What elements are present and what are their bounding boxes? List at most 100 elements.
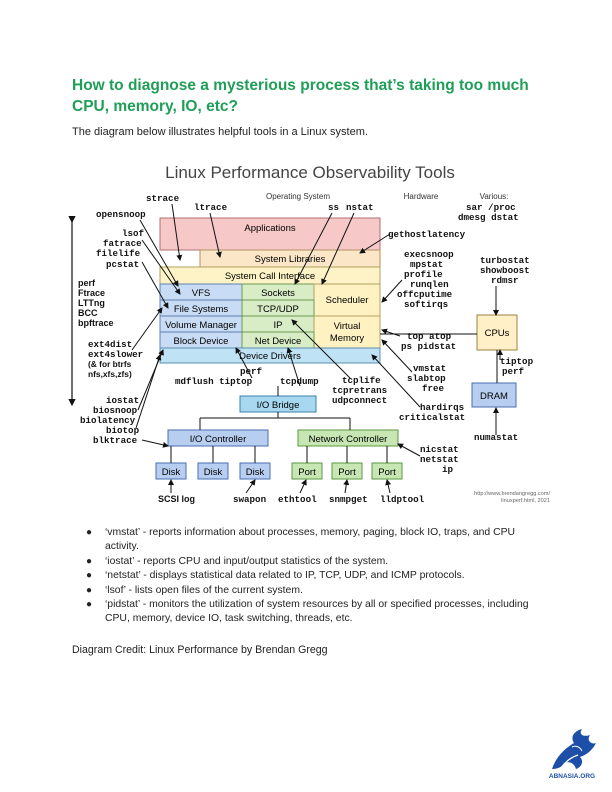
hw-port-1-label: Port [298, 467, 316, 478]
layer-virtual-memory-label-2: Memory [330, 333, 365, 344]
hw-network-controller-label: Network Controller [309, 434, 388, 445]
hw-cpus [476, 314, 518, 351]
hw-dram-label: DRAM [480, 391, 508, 402]
label-various: Various: [480, 192, 509, 201]
layer-volume-manager-label: Volume Manager [165, 320, 237, 331]
tool-various-1: sar /proc [466, 202, 516, 213]
tool-swapon: swapon [233, 494, 266, 505]
tool-ss: ss [328, 202, 339, 213]
tool-various-2: dmesg dstat [458, 212, 519, 223]
tool-ps-pidstat: ps pidstat [401, 341, 456, 352]
layer-syscall-interface-label: System Call Interface [225, 271, 315, 282]
tool-ftrace: Ftrace [78, 288, 105, 298]
tool-ethtool: ethtool [278, 494, 317, 505]
layer-system-libraries-label: System Libraries [255, 254, 326, 265]
list-item-text: ‘vmstat’ - reports information about pro… [105, 527, 516, 552]
list-item: ● ‘iostat’ - reports CPU and input/output… [86, 555, 536, 569]
list-item: ● ‘vmstat’ - reports information about pr… [86, 526, 536, 554]
hw-io-bridge-label: I/O Bridge [257, 400, 300, 411]
tool-profile: profile [404, 269, 443, 280]
bullet-dot: ● [86, 527, 93, 538]
tool-showboost: showboost [480, 265, 530, 276]
linux-observability-diagram: Linux Performance Observability Tools Op… [68, 163, 550, 505]
tool-snmpget: snmpget [329, 494, 368, 505]
tool-strace: strace [146, 193, 180, 204]
tool-scsi-log: SCSI log [158, 494, 195, 504]
tool-free: free [422, 383, 445, 394]
tool-offcputime: offcputime [397, 289, 453, 300]
hw-network-controller [297, 429, 399, 447]
layer-file-systems-label: File Systems [174, 304, 229, 315]
tool-biolatency: biolatency [80, 415, 136, 426]
bullet-dot: ● [86, 570, 93, 581]
hw-disk-3-label: Disk [246, 467, 265, 478]
tool-iostat: iostat [106, 395, 139, 406]
bullet-dot: ● [86, 584, 93, 596]
tool-udpconnect: udpconnect [332, 395, 387, 406]
tool-top-atop: top atop [407, 331, 452, 342]
tool-nicstat: nicstat [420, 444, 459, 455]
layer-scheduler-label: Scheduler [326, 295, 369, 306]
tool-filelife: filelife [96, 248, 141, 259]
hw-port-3-label: Port [378, 467, 396, 478]
list-item: ● ‘lsof’ - lists open files of the curren… [86, 584, 536, 598]
tool-rdmsr: rdmsr [491, 275, 519, 286]
tool-mpstat: mpstat [410, 259, 443, 270]
tool-biosnoop: biosnoop [93, 405, 138, 416]
layer-virtual-memory-label-1: Virtual [334, 321, 361, 332]
tool-tcplife: tcplife [342, 375, 381, 386]
tool-biotop: biotop [106, 425, 140, 436]
layer-ip-label: IP [274, 320, 283, 331]
tool-ext4-note-2: nfs,xfs,zfs) [88, 369, 132, 379]
tool-lsof: lsof [122, 228, 145, 239]
list-item-text: ‘netstat’ - displays statistical data re… [105, 570, 465, 581]
tool-nstat: nstat [346, 202, 374, 213]
tool-netstat: netstat [420, 454, 459, 465]
bullet-dot: ● [86, 555, 93, 567]
label-operating-system: Operating System [266, 192, 330, 201]
hw-disk-2-label: Disk [204, 467, 223, 478]
tool-gethostlatency: gethostlatency [388, 229, 466, 240]
tool-tcpdump: tcpdump [280, 376, 319, 387]
logo-text: ABNASIA.ORG [549, 773, 595, 780]
hw-cpus-label: CPUs [485, 328, 510, 339]
tool-numastat: numastat [474, 432, 518, 443]
bullet-dot: ● [86, 599, 93, 610]
tool-pcstat: pcstat [106, 259, 139, 270]
tool-hardirqs: hardirqs [420, 402, 464, 413]
hw-dram [471, 382, 517, 408]
layer-block-device-label: Block Device [174, 336, 229, 347]
hw-io-controller [167, 429, 269, 447]
list-item: ● ‘pidstat’ - monitors the utilization of… [86, 598, 536, 626]
tool-fatrace: fatrace [103, 238, 142, 249]
list-item-text: ‘lsof’ - lists open files of the current… [105, 584, 303, 596]
tool-criticalstat: criticalstat [399, 412, 465, 423]
hw-port-2-label: Port [338, 467, 356, 478]
diagram-credit: Diagram Credit: Linux Performance by Bre… [72, 644, 328, 656]
list-item-text: ‘pidstat’ - monitors the utilization of … [105, 599, 529, 624]
intro-text: The diagram below illustrates helpful to… [72, 126, 368, 138]
list-item-text: ‘iostat’ - reports CPU and input/output … [105, 555, 389, 567]
tool-turbostat: turbostat [480, 255, 530, 266]
label-hardware: Hardware [404, 192, 439, 201]
tool-blktrace: blktrace [93, 435, 138, 446]
abnasia-logo: ABNASIA.ORG [549, 729, 596, 780]
layer-net-device-label: Net Device [255, 336, 301, 347]
layer-tcp-udp-label: TCP/UDP [257, 304, 299, 315]
tool-ip: ip [442, 464, 454, 475]
tool-runqlen: runqlen [410, 279, 449, 290]
tool-opensnoop: opensnoop [96, 209, 146, 220]
layer-sockets-label: Sockets [261, 288, 295, 299]
tool-description-list: ● ‘vmstat’ - reports information about pr… [86, 526, 536, 627]
tool-bpftrace: bpftrace [78, 318, 114, 328]
tool-mdflush-tiptop: mdflush tiptop [175, 376, 253, 387]
tool-perf-mid: perf [240, 366, 263, 377]
tool-vmstat: vmstat [413, 363, 446, 374]
layer-device-drivers-label: Device Drivers [239, 351, 301, 362]
source-note-1: http://www.brendangregg.com/ [474, 491, 550, 497]
page-heading: How to diagnose a mysterious process tha… [72, 77, 529, 115]
layer-vfs-label: VFS [192, 288, 210, 299]
tool-tcpretrans: tcpretrans [332, 385, 387, 396]
tool-perf-left: perf [78, 278, 96, 288]
tool-softirqs: softirqs [404, 299, 448, 310]
